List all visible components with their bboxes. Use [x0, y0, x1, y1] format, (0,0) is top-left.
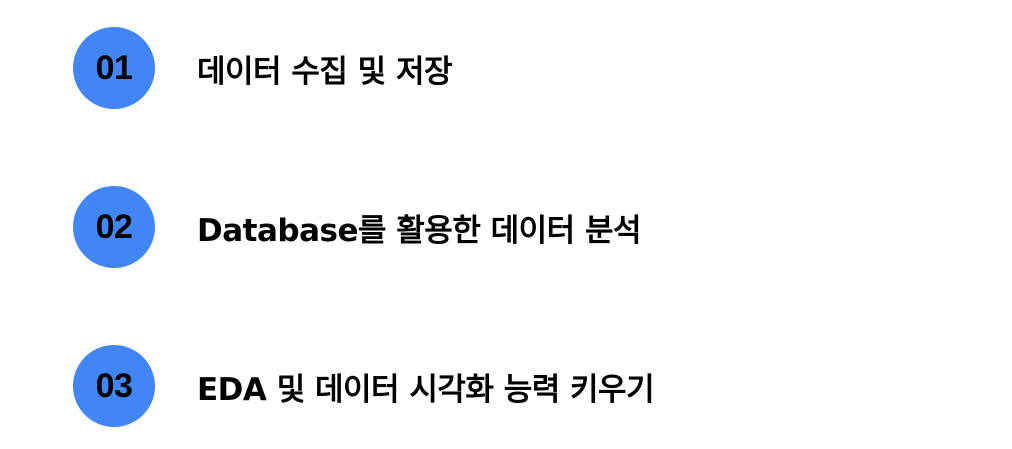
number-badge: 02	[73, 186, 155, 268]
number-badge: 01	[73, 27, 155, 109]
list-item: 02 Database를 활용한 데이터 분석	[73, 186, 642, 268]
item-label: Database를 활용한 데이터 분석	[197, 212, 642, 249]
item-label: 데이터 수집 및 저장	[197, 53, 453, 90]
list-item: 01 데이터 수집 및 저장	[73, 27, 453, 109]
number-badge: 03	[73, 345, 155, 427]
item-label: EDA 및 데이터 시각화 능력 키우기	[197, 371, 655, 408]
list-item: 03 EDA 및 데이터 시각화 능력 키우기	[73, 345, 655, 427]
